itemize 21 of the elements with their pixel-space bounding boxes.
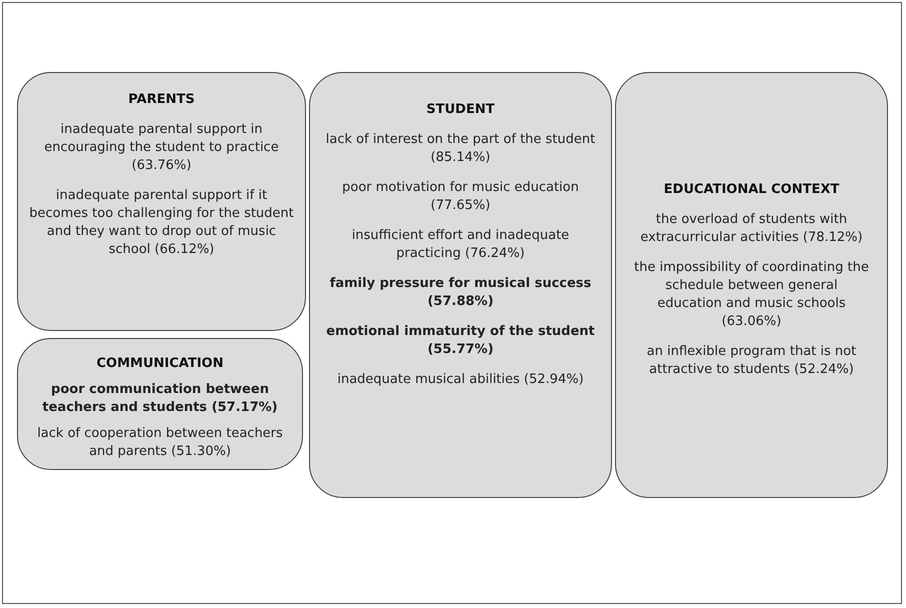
factor-text: inadequate parental support in encouraging the student to practice (63.76%) bbox=[43, 121, 280, 175]
factor-text: emotional immaturity of the student (55.77%) bbox=[325, 323, 596, 359]
factor-text: family pressure for musical success (57.88%) bbox=[328, 275, 592, 311]
category-heading: EDUCATIONAL CONTEXT bbox=[664, 181, 840, 199]
factor-text: inadequate musical abilities (52.94%) bbox=[337, 371, 584, 389]
factor-text: lack of interest on the part of the student (85.14%) bbox=[324, 131, 596, 167]
factor-text: the overload of students with extracurricular activities (78.12%) bbox=[639, 211, 864, 247]
category-panel bbox=[17, 72, 306, 331]
factor-text: inadequate parental support if it becomes too challenging for the student and they want to drop out of music school (66.12%) bbox=[28, 187, 295, 259]
factor-text: an inflexible program that is not attractive to students (52.24%) bbox=[646, 343, 858, 379]
factor-text: lack of cooperation between teachers and parents (51.30%) bbox=[36, 425, 284, 461]
factor-text: poor motivation for music education (77.65%) bbox=[341, 179, 580, 215]
category-heading: COMMUNICATION bbox=[96, 355, 224, 373]
category-heading: PARENTS bbox=[128, 91, 195, 109]
factor-text: the impossibility of coordinating the schedule between general education and music schools (63.06%) bbox=[633, 259, 870, 331]
factor-text: poor communication between teachers and students (57.17%) bbox=[41, 381, 279, 417]
category-panel bbox=[309, 72, 612, 498]
category-panel bbox=[17, 338, 303, 470]
factor-text: insufficient effort and inadequate practicing (76.24%) bbox=[350, 227, 570, 263]
category-panel bbox=[615, 72, 888, 498]
category-heading: STUDENT bbox=[426, 101, 495, 119]
